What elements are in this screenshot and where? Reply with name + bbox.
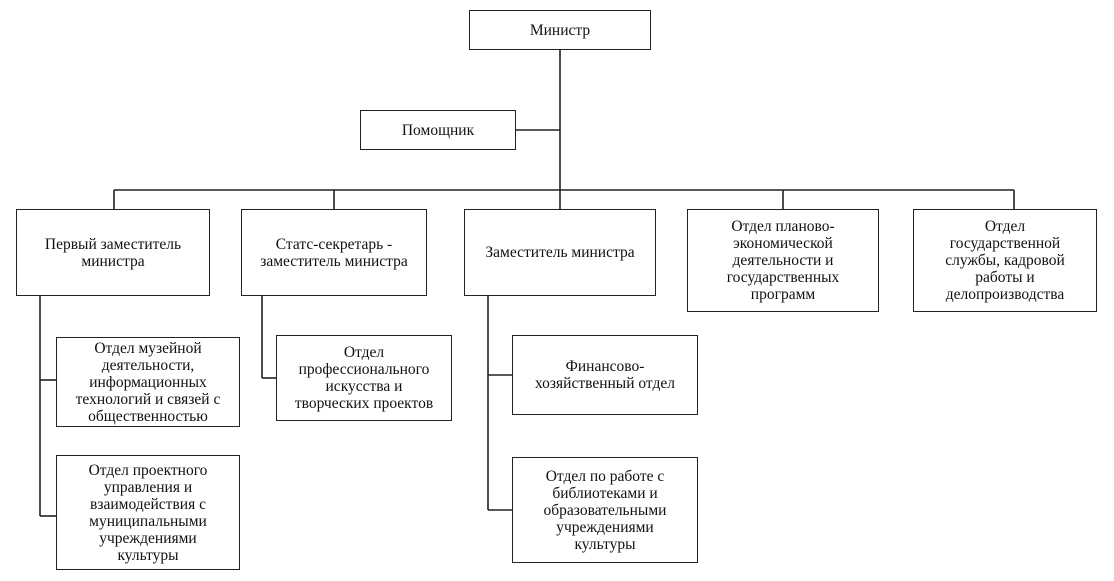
assistant-box: Помощник (360, 110, 516, 150)
planning-dept-box: Отдел планово- экономической деятельност… (687, 209, 879, 312)
project-mgmt-dept-box: Отдел проектного управления и взаимодейс… (56, 455, 240, 570)
prof-art-dept-box: Отдел профессионального искусства и твор… (276, 335, 452, 421)
civil-service-dept-box: Отдел государственной службы, кадровой р… (913, 209, 1097, 312)
minister-box: Министр (469, 10, 651, 50)
state-secretary-box: Статс-секретарь - заместитель министра (241, 209, 427, 296)
first-deputy-box: Первый заместитель министра (16, 209, 210, 296)
museum-dept-box: Отдел музейной деятельности, информацион… (56, 337, 240, 427)
deputy-box: Заместитель министра (464, 209, 656, 296)
libraries-dept-box: Отдел по работе с библиотеками и образов… (512, 457, 698, 563)
finance-dept-box: Финансово- хозяйственный отдел (512, 335, 698, 415)
